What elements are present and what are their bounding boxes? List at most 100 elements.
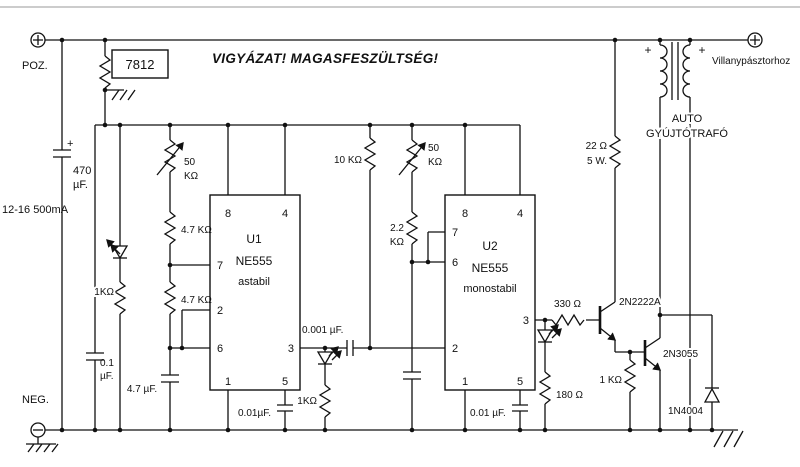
- junction-dot: [517, 427, 523, 433]
- junction-dot: [179, 345, 185, 351]
- u2-pin-3: 3: [523, 315, 529, 327]
- junction-dot: [322, 427, 328, 433]
- capacitor-470uf: [53, 149, 71, 158]
- u1-pin-5: 5: [282, 376, 288, 388]
- junction-dot: [117, 122, 123, 128]
- capacitor-timing-mono: [403, 371, 421, 380]
- junction-dots: [59, 37, 715, 433]
- label-r22-wattage: 5 W.: [587, 156, 607, 167]
- label-c470-value: 470: [73, 165, 91, 177]
- output-terminal: [747, 32, 763, 48]
- u2-output-led: [536, 324, 562, 344]
- capacitor-001uf-u2: [512, 404, 528, 412]
- capacitor-001uf-u1: [277, 404, 293, 412]
- junction-dot: [462, 122, 468, 128]
- junction-dot: [59, 37, 65, 43]
- label-pot2-value: 50: [428, 143, 440, 154]
- label-pot1-value: 50: [184, 157, 196, 168]
- u2-pin-7: 7: [452, 227, 458, 239]
- u2-pin-8: 8: [462, 208, 468, 220]
- label-q2: 2N3055: [663, 349, 698, 360]
- label-output-terminal: Villanypásztorhoz: [712, 56, 790, 67]
- label-q1: 2N2222A: [619, 297, 661, 308]
- junction-dot: [627, 349, 633, 355]
- junction-dot: [282, 427, 288, 433]
- junction-dot: [657, 312, 663, 318]
- resistor-1k-power-led: [113, 281, 127, 315]
- label-r1k-out-led: 1KΩ: [297, 396, 317, 407]
- u2-ref: U2: [482, 239, 498, 253]
- label-c001-u2: 0.01 µF.: [470, 408, 506, 419]
- junction-dot: [225, 122, 231, 128]
- u2-part: NE555: [472, 261, 509, 275]
- regulator-ground: [111, 89, 136, 101]
- positive-terminal: [30, 32, 46, 48]
- u1-pin-4: 4: [282, 208, 288, 220]
- junction-dot: [102, 87, 108, 93]
- transistor-2n3055: [643, 337, 662, 371]
- junction-dot: [102, 37, 108, 43]
- potentiometer-50k-mono: [398, 139, 426, 176]
- junction-dot: [92, 427, 98, 433]
- label-r2k2-value: 2.2: [390, 223, 404, 234]
- junction-dot: [409, 122, 415, 128]
- resistor-180: [538, 371, 552, 405]
- resistor-1k-base: [623, 359, 637, 393]
- u1-pin-8: 8: [225, 208, 231, 220]
- label-pot1-unit: KΩ: [184, 171, 199, 182]
- label-c-coupling: 0.001 µF.: [302, 325, 343, 336]
- resistor-4k7-a: [163, 211, 177, 245]
- junction-dot: [612, 37, 618, 43]
- capacitor-4u7: [161, 374, 179, 383]
- u1-ref: U1: [246, 232, 262, 246]
- high-voltage-warning: VIGYÁZAT! MAGASFESZÜLTSÉG!: [212, 51, 438, 66]
- junction-dot: [542, 317, 548, 323]
- u2-pin-5: 5: [517, 376, 523, 388]
- label-r2k2-unit: KΩ: [390, 237, 405, 248]
- junction-dot: [409, 259, 415, 265]
- u2-pin-4: 4: [517, 208, 523, 220]
- u1-box: [209, 194, 301, 391]
- label-r330: 330 Ω: [554, 299, 581, 310]
- u2-pin-1: 1: [462, 376, 468, 388]
- junction-dot: [657, 37, 663, 43]
- resistor-10k: [363, 137, 377, 171]
- u1-pin-7: 7: [217, 260, 223, 272]
- label-transformer-line1: AUTO: [672, 113, 703, 125]
- power-led: [106, 239, 129, 260]
- label-input-rating: 12-16 500mA: [2, 204, 69, 216]
- junction-dot: [627, 427, 633, 433]
- junction-dot: [542, 427, 548, 433]
- junction-dot: [367, 345, 373, 351]
- label-regulator: 7812: [126, 57, 155, 72]
- wires: [45, 39, 748, 431]
- label-c001-u1: 0.01µF.: [238, 408, 271, 419]
- potentiometer-50k-astable: [156, 139, 184, 176]
- u1-pin-1: 1: [225, 376, 231, 388]
- junction-dot: [117, 427, 123, 433]
- u1-pin-6: 6: [217, 343, 223, 355]
- label-r180: 180 Ω: [556, 390, 583, 401]
- junction-dot: [322, 345, 328, 351]
- junction-dot: [102, 122, 108, 128]
- junction-dot: [167, 262, 173, 268]
- regulator-pass-element: [98, 55, 112, 89]
- u2-pin-2: 2: [452, 343, 458, 355]
- u1-part: NE555: [236, 254, 273, 268]
- transformer-core: [671, 42, 679, 100]
- u1-pin-3: 3: [288, 343, 294, 355]
- junction-dot: [425, 259, 431, 265]
- junction-dot: [709, 427, 715, 433]
- u2-pin-6: 6: [452, 257, 458, 269]
- earth-ground-left: [26, 437, 59, 453]
- u2-mode: monostabil: [463, 283, 516, 295]
- label-r1k-base: 1 KΩ: [600, 375, 623, 386]
- resistor-1k-out-led: [318, 384, 332, 418]
- label-r4k7-b: 4.7 KΩ: [181, 295, 212, 306]
- label-r4k7-a: 4.7 KΩ: [181, 225, 212, 236]
- transistor-2n2222a: [598, 301, 617, 341]
- capacitor-0u1: [86, 352, 104, 361]
- junction-dot: [687, 37, 693, 43]
- u1-output-led: [316, 346, 342, 366]
